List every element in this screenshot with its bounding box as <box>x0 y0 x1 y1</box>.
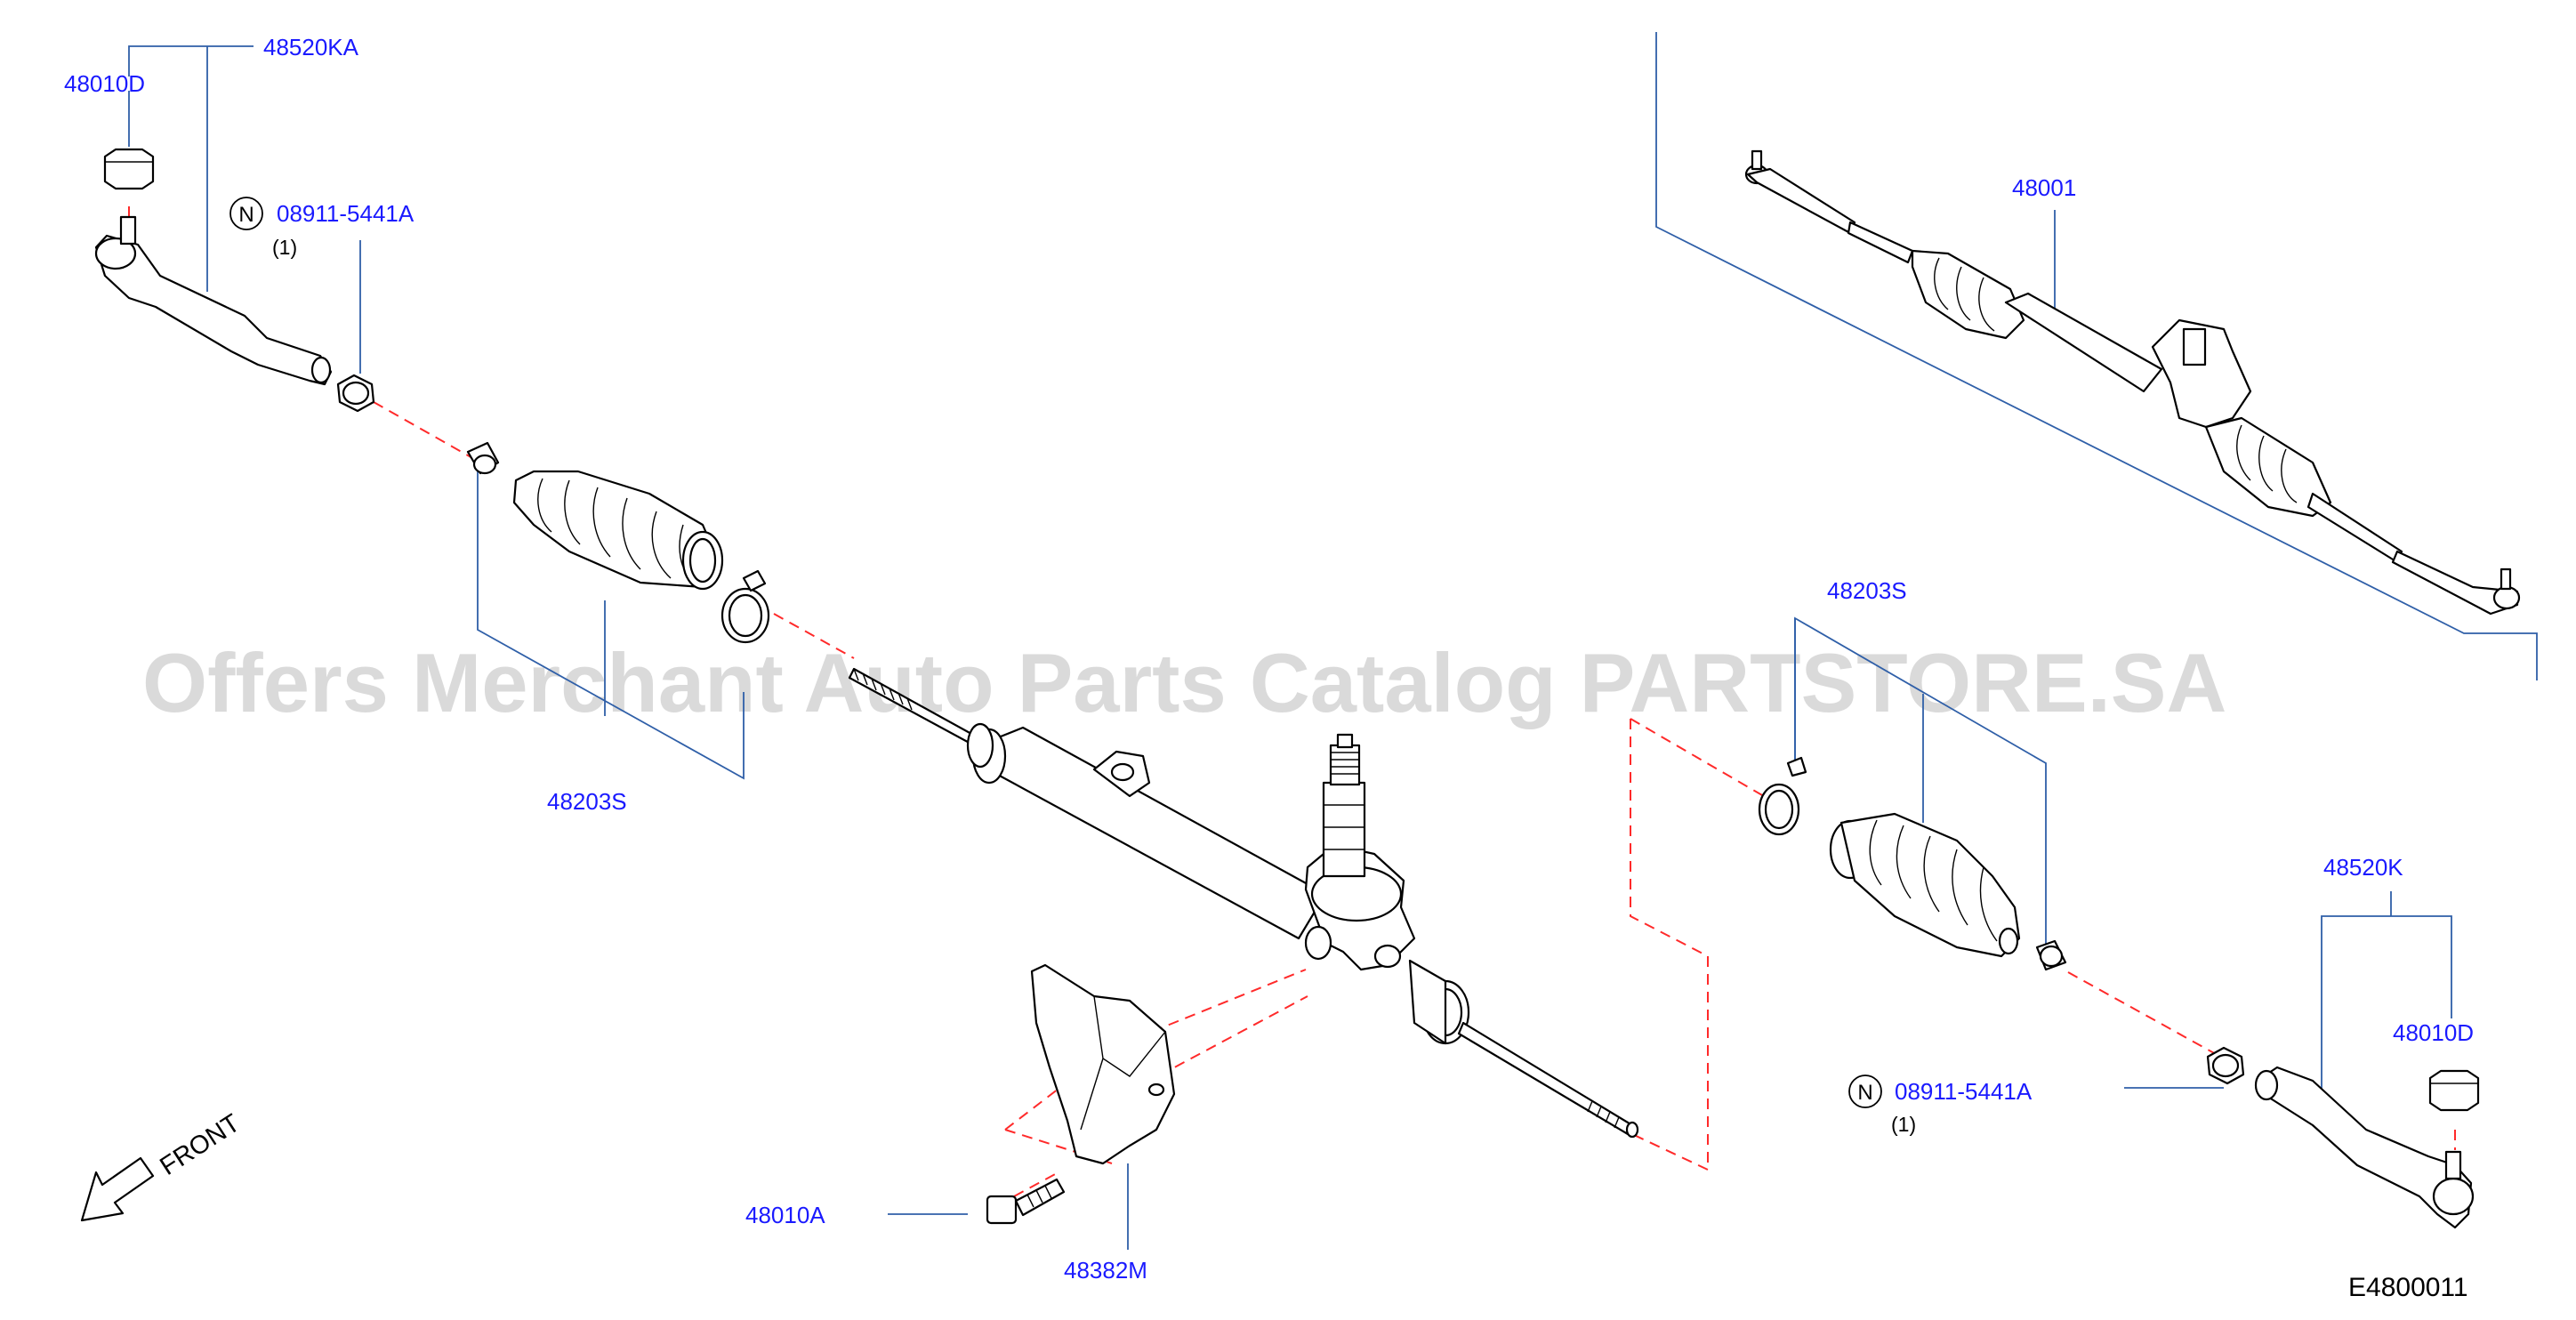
front-direction-arrow: FRONT <box>80 1108 246 1222</box>
label-48010D-left[interactable]: 48010D <box>64 70 145 97</box>
nut-08911-left[interactable] <box>336 374 375 413</box>
boot-right[interactable] <box>1829 812 2021 958</box>
boot-left[interactable] <box>512 470 724 591</box>
tie-rod-end-left[interactable] <box>94 215 333 386</box>
non-reusable-symbol-left: N <box>229 197 263 230</box>
watermark: Offers Merchant Auto Parts Catalog PARTS… <box>142 636 2226 729</box>
qty-left: (1) <box>272 236 297 259</box>
label-48203S-right[interactable]: 48203S <box>1827 577 1907 604</box>
boot-clamp-small-right[interactable] <box>2035 939 2067 971</box>
steering-gear-assembly-thumbnail[interactable] <box>1744 149 2521 616</box>
label-48520K[interactable]: 48520K <box>2323 854 2403 881</box>
boot-clamp-small-left[interactable] <box>466 441 500 475</box>
label-08911-5441A-right[interactable]: 08911-5441A <box>1895 1078 2033 1105</box>
label-48203S-left[interactable]: 48203S <box>547 788 627 815</box>
nut-48010D-right[interactable] <box>2428 1069 2480 1112</box>
svg-text:N: N <box>238 203 254 227</box>
steering-rack-housing[interactable] <box>848 667 1639 1139</box>
leader-lines <box>128 32 2538 1250</box>
label-48010A[interactable]: 48010A <box>745 1202 825 1228</box>
tie-rod-end-right[interactable] <box>2254 1066 2475 1229</box>
bolt-48010A[interactable] <box>986 1178 1066 1225</box>
qty-right: (1) <box>1891 1113 1916 1136</box>
boot-clamp-large-left[interactable] <box>720 569 770 644</box>
part-labels: 48520KA 48010D 08911-5441A (1) 48203S 48… <box>64 34 2474 1284</box>
mounting-bracket[interactable] <box>1030 963 1176 1165</box>
label-48010D-right[interactable]: 48010D <box>2393 1019 2474 1046</box>
label-08911-5441A-left[interactable]: 08911-5441A <box>277 200 415 227</box>
diagram-code: E4800011 <box>2348 1273 2468 1302</box>
label-48520KA[interactable]: 48520KA <box>263 34 359 60</box>
non-reusable-symbol-right: N <box>1848 1075 1882 1108</box>
nut-48010D-left[interactable] <box>103 148 155 190</box>
label-48382M[interactable]: 48382M <box>1064 1257 1147 1284</box>
label-48001[interactable]: 48001 <box>2012 174 2076 201</box>
boot-clamp-large-right[interactable] <box>1758 756 1807 836</box>
svg-text:N: N <box>1857 1081 1872 1105</box>
front-label: FRONT <box>155 1108 245 1180</box>
nut-08911-right[interactable] <box>2206 1046 2245 1085</box>
